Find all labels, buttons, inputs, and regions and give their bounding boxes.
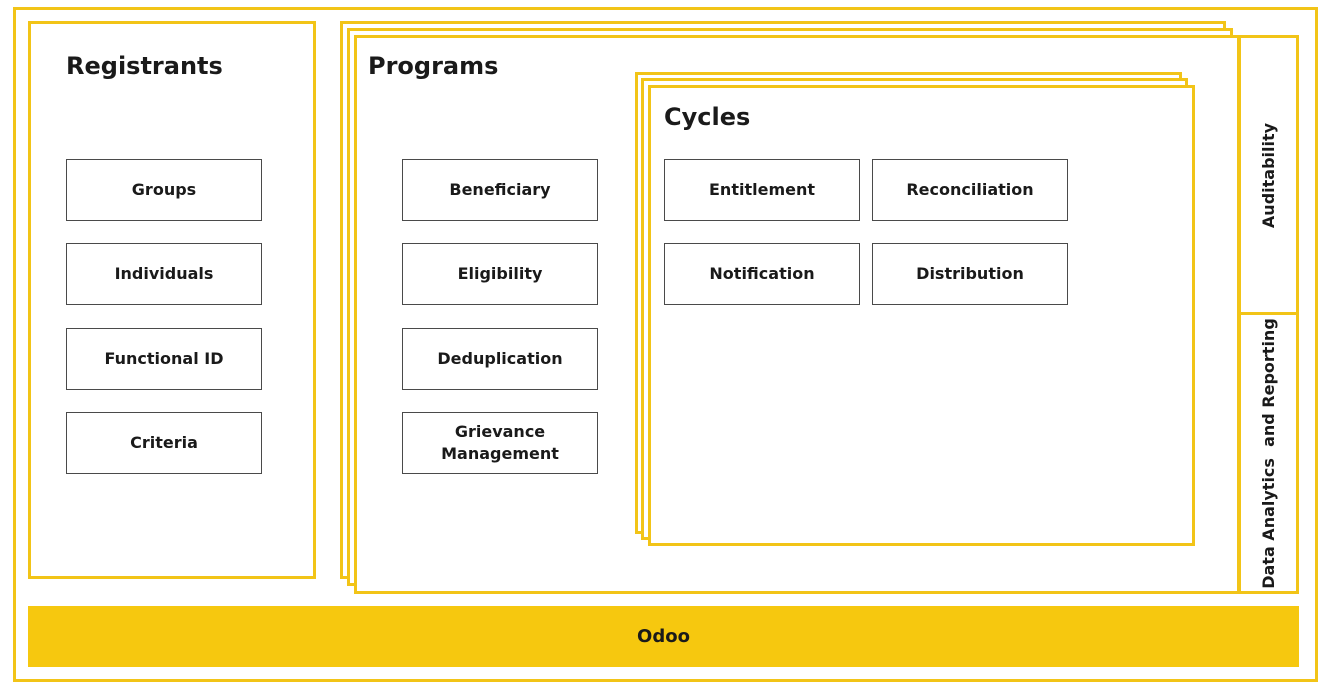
- cycles-panel: [648, 85, 1195, 546]
- registrants-title: Registrants: [66, 52, 223, 80]
- programs-title: Programs: [368, 52, 499, 80]
- module-grievance-management: Grievance Management: [402, 412, 598, 474]
- module-functional-id: Functional ID: [66, 328, 262, 390]
- module-distribution: Distribution: [872, 243, 1068, 305]
- odoo-base-bar: Odoo: [28, 606, 1299, 667]
- module-entitlement: Entitlement: [664, 159, 860, 221]
- odoo-label: Odoo: [637, 626, 690, 647]
- module-criteria: Criteria: [66, 412, 262, 474]
- module-eligibility: Eligibility: [402, 243, 598, 305]
- module-deduplication: Deduplication: [402, 328, 598, 390]
- module-individuals: Individuals: [66, 243, 262, 305]
- module-beneficiary: Beneficiary: [402, 159, 598, 221]
- module-notification: Notification: [664, 243, 860, 305]
- cycles-title: Cycles: [664, 103, 751, 131]
- analytics-bar: Data Analytics and Reporting: [1238, 312, 1299, 594]
- auditability-bar: Auditability: [1238, 35, 1299, 315]
- analytics-label: Data Analytics and Reporting: [1259, 317, 1278, 589]
- module-groups: Groups: [66, 159, 262, 221]
- module-reconciliation: Reconciliation: [872, 159, 1068, 221]
- auditability-label: Auditability: [1259, 122, 1279, 228]
